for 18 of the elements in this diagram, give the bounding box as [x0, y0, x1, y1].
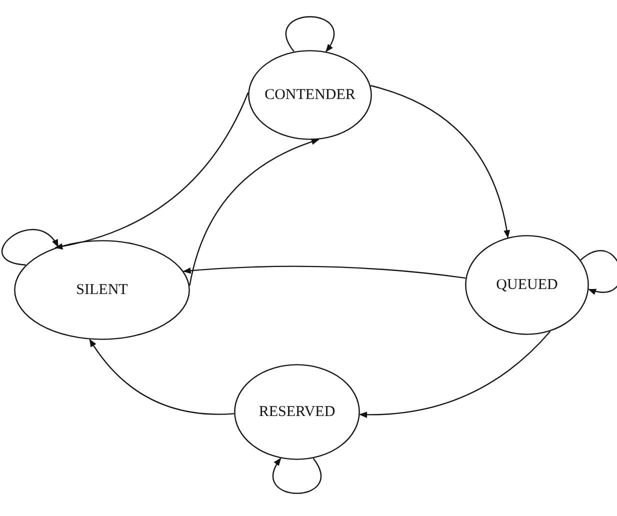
state-ellipse	[465, 235, 589, 335]
self-loop-arrow	[580, 250, 617, 294]
transition-arrow	[182, 266, 466, 279]
transition-arrow	[89, 338, 234, 415]
self-loop-arrow	[2, 229, 58, 266]
self-loop-arrow	[272, 458, 322, 494]
state-ellipse	[248, 50, 372, 140]
state-ellipse	[234, 364, 360, 460]
state-ellipse	[14, 240, 190, 340]
transition-arrow	[189, 138, 320, 286]
transition-arrow	[359, 330, 551, 418]
transition-arrow	[370, 85, 510, 238]
transition-arrow	[54, 92, 249, 250]
state-label: CONTENDER	[264, 86, 356, 104]
self-loop-arrow	[286, 16, 334, 52]
state-label: QUEUED	[496, 276, 558, 294]
state-label: RESERVED	[258, 404, 336, 420]
state-label: SILENT	[76, 282, 128, 298]
